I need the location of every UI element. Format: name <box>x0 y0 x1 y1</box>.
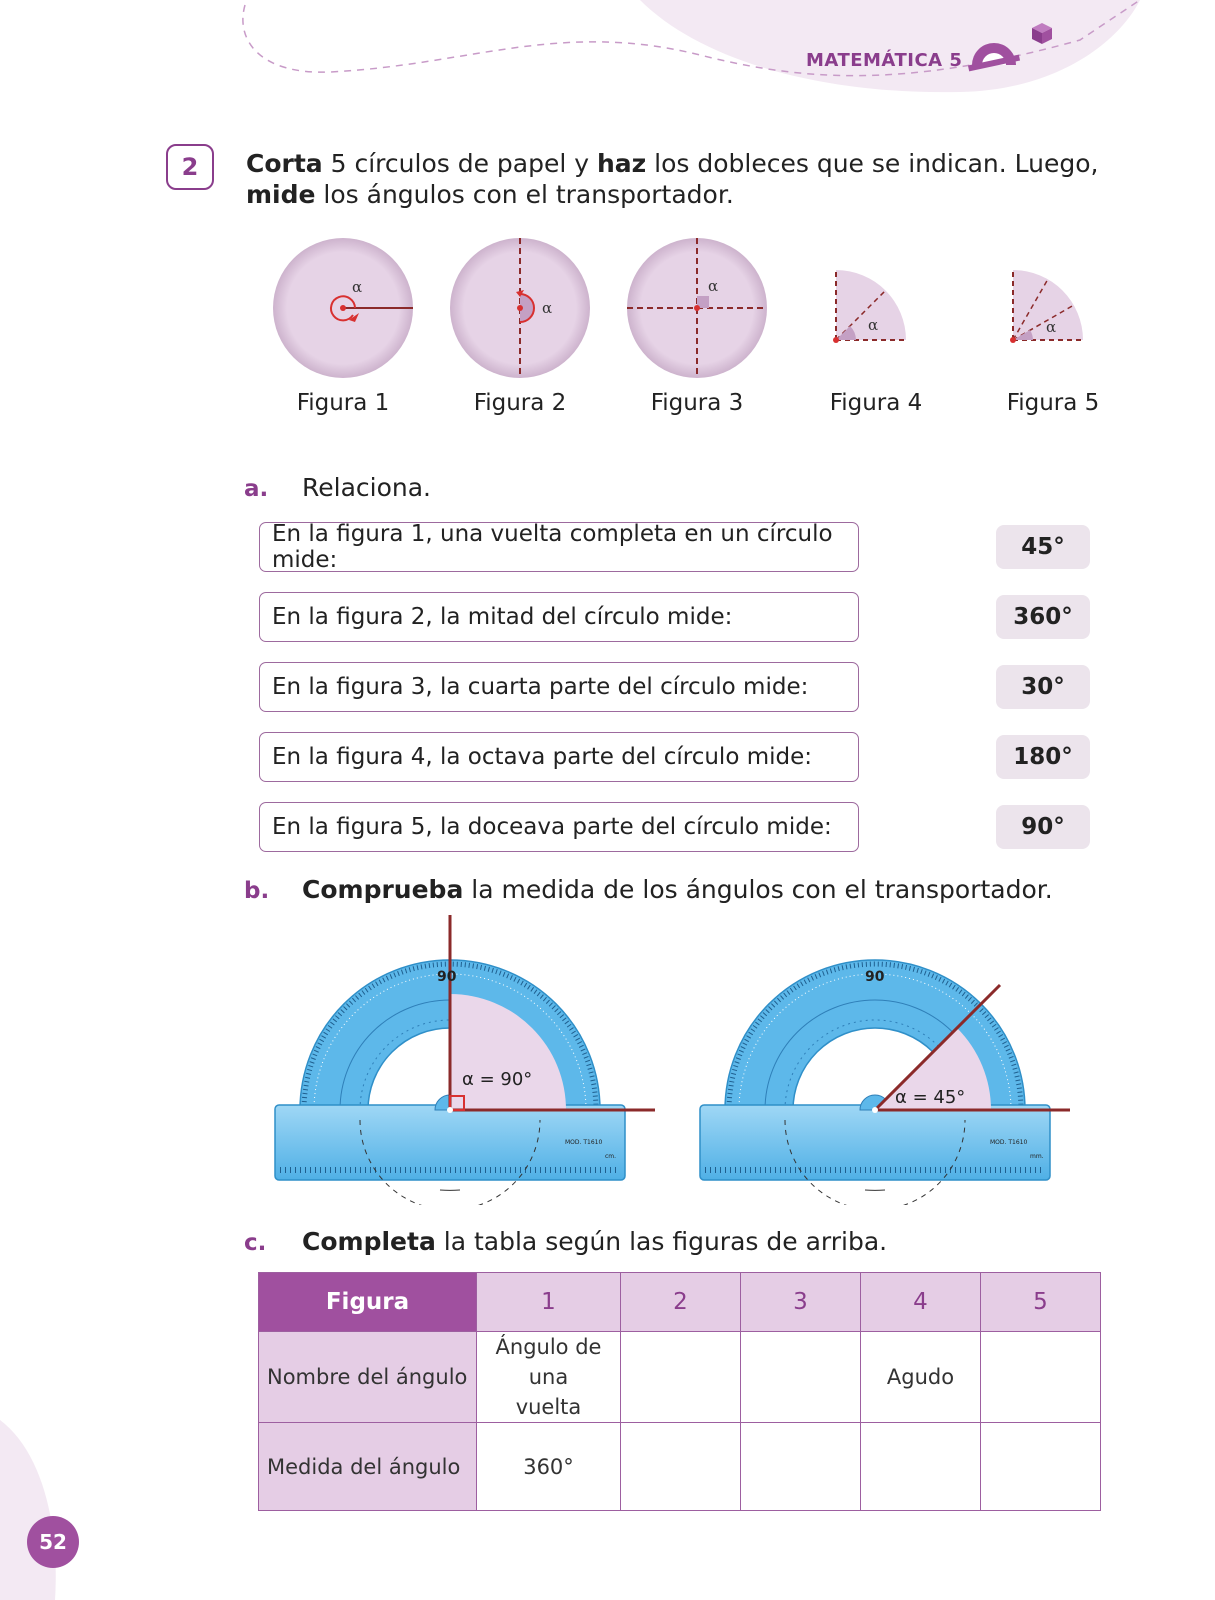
section-a-title-end: . <box>423 473 431 502</box>
cell-measure-4[interactable] <box>860 1422 981 1511</box>
instruction-text-3: los ángulos con el transportador. <box>315 180 734 209</box>
cell-name-5[interactable] <box>980 1331 1101 1423</box>
section-b-text: Comprueba la medida de los ángulos con e… <box>302 875 1053 904</box>
table-header-col-1: 1 <box>476 1272 621 1332</box>
table-header-figura: Figura <box>258 1272 477 1332</box>
figure-2-alpha: α <box>542 299 552 317</box>
activity-instruction: Corta 5 círculos de papel y haz los dobl… <box>246 148 1106 210</box>
book-title: MATEMÁTICA 5 <box>806 50 963 71</box>
relate-option-4[interactable]: 180° <box>996 735 1090 779</box>
figure-3-circle: α <box>627 238 767 378</box>
relate-option-5[interactable]: 90° <box>996 805 1090 849</box>
cell-measure-1[interactable]: 360° <box>476 1422 621 1511</box>
cell-name-1[interactable]: Ángulo de una vuelta <box>476 1331 621 1423</box>
header-decoration <box>242 0 1141 93</box>
figures-illustration: α α α α α <box>273 238 1083 378</box>
protractor-2: 90 α = 45° MOD. T1610 mm. <box>700 960 1070 1205</box>
figure-4-quarter: α <box>833 270 906 343</box>
protractor-1-top-mark: 90 <box>437 969 457 985</box>
figure-3-alpha: α <box>708 277 718 295</box>
cell-name-1-text: Ángulo de una vuelta <box>495 1335 602 1419</box>
instruction-bold-2: haz <box>596 149 647 178</box>
row-label-name: Nombre del ángulo <box>258 1331 477 1423</box>
section-c-rest: la tabla según las figuras de arriba. <box>435 1227 888 1256</box>
angles-table: Figura 1 2 3 4 5 Nombre del ángulo Ángul… <box>258 1272 1101 1511</box>
section-c-letter: c. <box>244 1230 267 1256</box>
section-a-letter: a. <box>244 476 269 502</box>
figure-1-label: Figura 1 <box>296 390 390 416</box>
figure-1-alpha: α <box>352 278 362 296</box>
figure-2-circle: α <box>450 238 590 378</box>
section-b-bold: Comprueba <box>302 875 464 904</box>
relate-option-1[interactable]: 45° <box>996 525 1090 569</box>
section-c-text: Completa la tabla según las figuras de a… <box>302 1227 887 1256</box>
cell-measure-5[interactable] <box>980 1422 1101 1511</box>
figure-3-label: Figura 3 <box>650 390 744 416</box>
protractor-1-ruler-unit: cm. <box>605 1153 616 1160</box>
table-row: Medida del ángulo 360° <box>258 1422 1101 1511</box>
protractor-2-ruler-model: MOD. T1610 <box>990 1139 1027 1146</box>
section-b-letter: b. <box>244 878 270 904</box>
relate-statement-3[interactable]: En la figura 3, la cuarta parte del círc… <box>259 662 859 712</box>
cell-name-3[interactable] <box>740 1331 861 1423</box>
table-header-col-3: 3 <box>740 1272 861 1332</box>
section-b-rest: la medida de los ángulos con el transpor… <box>463 875 1053 904</box>
table-row: Nombre del ángulo Ángulo de una vuelta A… <box>258 1331 1101 1423</box>
relate-statement-4[interactable]: En la figura 4, la octava parte del círc… <box>259 732 859 782</box>
instruction-bold-1: Corta <box>246 149 323 178</box>
figure-1-circle: α <box>273 238 413 378</box>
protractor-2-top-mark: 90 <box>865 969 885 985</box>
instruction-text-2: los dobleces que se indican. Luego, <box>646 149 1099 178</box>
table-header-row: Figura 1 2 3 4 5 <box>258 1272 1101 1332</box>
figure-5-label: Figura 5 <box>1006 390 1100 416</box>
row-label-measure: Medida del ángulo <box>258 1422 477 1511</box>
protractor-1-angle-label: α = 90° <box>462 1069 532 1090</box>
footer-decoration <box>0 1420 56 1600</box>
protractor-1-ruler-model: MOD. T1610 <box>565 1139 602 1146</box>
relate-statement-2[interactable]: En la figura 2, la mitad del círculo mid… <box>259 592 859 642</box>
table-header-col-4: 4 <box>860 1272 981 1332</box>
figure-4-alpha: α <box>868 316 878 334</box>
relate-option-3[interactable]: 30° <box>996 665 1090 709</box>
figure-4-label: Figura 4 <box>829 390 923 416</box>
table-header-col-5: 5 <box>980 1272 1101 1332</box>
page-number: 52 <box>27 1516 79 1568</box>
activity-number: 2 <box>166 144 214 190</box>
relate-statement-1[interactable]: En la figura 1, una vuelta completa en u… <box>259 521 859 573</box>
protractor-icon <box>967 43 1021 72</box>
section-a-title: Relaciona. <box>302 473 431 502</box>
cube-icon <box>1032 23 1052 44</box>
figure-2-label: Figura 2 <box>473 390 567 416</box>
table-header-col-2: 2 <box>620 1272 741 1332</box>
relate-statement-5[interactable]: En la figura 5, la doceava parte del cír… <box>259 802 859 852</box>
figure-5-alpha: α <box>1046 318 1056 336</box>
section-a-title-text: Relaciona <box>302 473 424 502</box>
figure-5-quarter: α <box>1010 270 1083 343</box>
protractor-2-angle-label: α = 45° <box>895 1087 965 1108</box>
protractor-2-ruler-unit: mm. <box>1030 1153 1044 1160</box>
cell-measure-2[interactable] <box>620 1422 741 1511</box>
relate-option-2[interactable]: 360° <box>996 595 1090 639</box>
instruction-text-1: 5 círculos de papel y <box>322 149 597 178</box>
section-c-bold: Completa <box>302 1227 436 1256</box>
cell-name-4[interactable]: Agudo <box>860 1331 981 1423</box>
cell-name-2[interactable] <box>620 1331 741 1423</box>
instruction-bold-3: mide <box>246 180 316 209</box>
protractor-1: 90 α = 90° MOD. T1610 cm. <box>275 915 655 1205</box>
cell-measure-3[interactable] <box>740 1422 861 1511</box>
protractors-illustration: 90 α = 90° MOD. T1610 cm. 90 α = 45° MOD… <box>270 915 1070 1205</box>
